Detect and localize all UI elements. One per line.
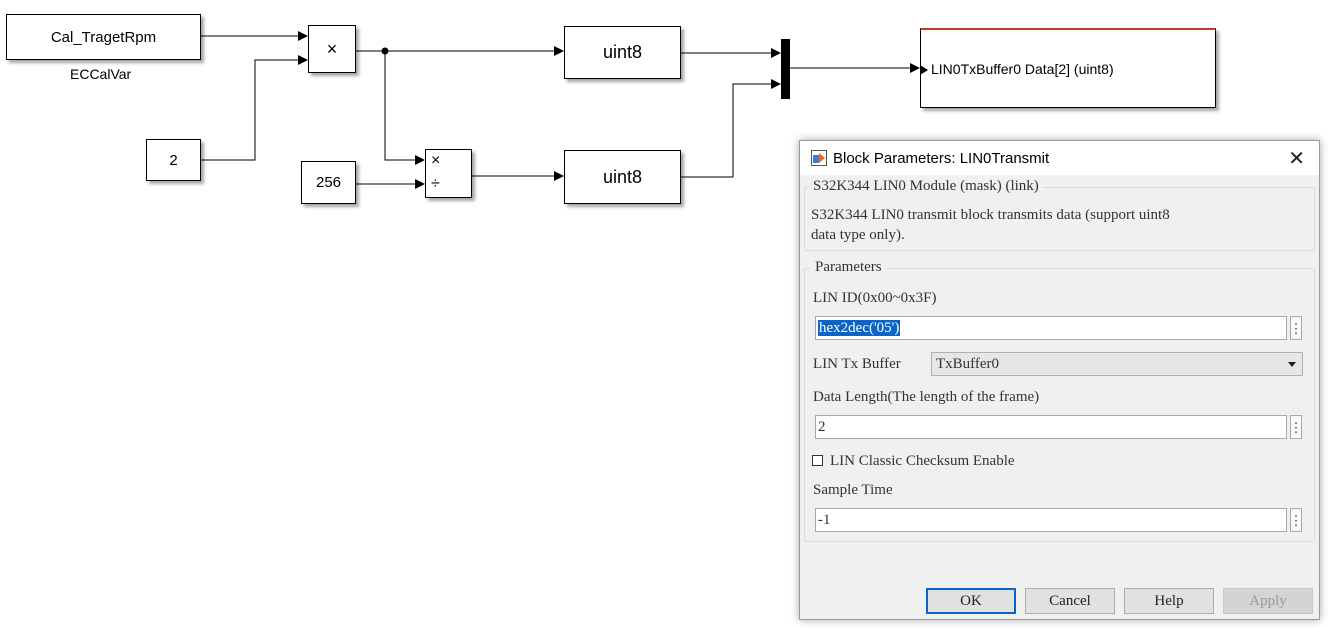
- lin-id-label: LIN ID(0x00~0x3F): [813, 290, 937, 306]
- parameters-group-title: Parameters: [811, 259, 886, 276]
- dialog-title: Block Parameters: LIN0Transmit: [833, 149, 1050, 167]
- constant-256-block[interactable]: 256: [301, 161, 356, 204]
- cal-traget-rpm-block[interactable]: Cal_TragetRpm: [6, 14, 201, 60]
- simulink-block-icon: [811, 150, 827, 166]
- tx-buffer-label: LIN Tx Buffer: [813, 356, 901, 372]
- data-type-conversion-bottom[interactable]: uint8: [564, 150, 681, 204]
- sample-time-field[interactable]: -1: [815, 508, 1287, 532]
- close-icon[interactable]: ✕: [1288, 148, 1305, 170]
- lin-id-selected-text: hex2dec('05'): [818, 320, 901, 336]
- mask-group-title: S32K344 LIN0 Module (mask) (link): [809, 178, 1043, 195]
- data-length-field[interactable]: 2: [815, 415, 1287, 439]
- mask-description-line1: S32K344 LIN0 transmit block transmits da…: [811, 207, 1170, 223]
- divide-block[interactable]: × ÷: [425, 149, 472, 198]
- branch-point: [381, 47, 389, 55]
- tx-buffer-value: TxBuffer0: [936, 356, 1000, 372]
- divide-multiply-sign: ×: [431, 152, 441, 169]
- lin-id-field[interactable]: hex2dec('05'): [815, 316, 1287, 340]
- line-branch-to-divide: [384, 51, 425, 165]
- lin-transmit-block[interactable]: LIN0TxBuffer0 Data[2] (uint8): [920, 28, 1216, 108]
- parameters-group: [804, 268, 1315, 542]
- product-block[interactable]: ×: [308, 25, 356, 73]
- help-button[interactable]: Help: [1124, 588, 1214, 614]
- sample-time-label: Sample Time: [813, 482, 893, 498]
- data-length-options-icon[interactable]: ⋮: [1290, 415, 1303, 439]
- cal-var-sublabel: ECCalVar: [70, 66, 132, 82]
- line-const2-to-product: [201, 55, 308, 161]
- checksum-label: LIN Classic Checksum Enable: [830, 453, 1015, 469]
- dialog-titlebar[interactable]: Block Parameters: LIN0Transmit ✕: [800, 141, 1319, 175]
- sample-time-options-icon[interactable]: ⋮: [1290, 508, 1303, 532]
- line-uint8-bottom-to-mux: [681, 79, 781, 178]
- apply-button[interactable]: Apply: [1223, 588, 1313, 614]
- lin-inport-arrow-icon: [920, 65, 928, 75]
- block-parameters-dialog: Block Parameters: LIN0Transmit ✕ S32K344…: [799, 140, 1320, 620]
- lin-transmit-label: LIN0TxBuffer0 Data[2] (uint8): [931, 60, 1114, 77]
- checksum-checkbox[interactable]: [812, 455, 823, 466]
- lin-id-options-icon[interactable]: ⋮: [1290, 316, 1303, 340]
- ok-button[interactable]: OK: [926, 588, 1016, 614]
- data-length-label: Data Length(The length of the frame): [813, 389, 1040, 405]
- chevron-down-icon: [1288, 362, 1296, 367]
- mask-description-line2: data type only).: [811, 227, 905, 243]
- data-type-conversion-top[interactable]: uint8: [564, 26, 681, 79]
- divide-divide-sign: ÷: [431, 175, 440, 192]
- mux-block[interactable]: [781, 39, 790, 99]
- cancel-button[interactable]: Cancel: [1025, 588, 1115, 614]
- tx-buffer-select[interactable]: TxBuffer0: [931, 352, 1303, 376]
- mask-description-group: [804, 187, 1315, 251]
- constant-2-block[interactable]: 2: [146, 139, 201, 181]
